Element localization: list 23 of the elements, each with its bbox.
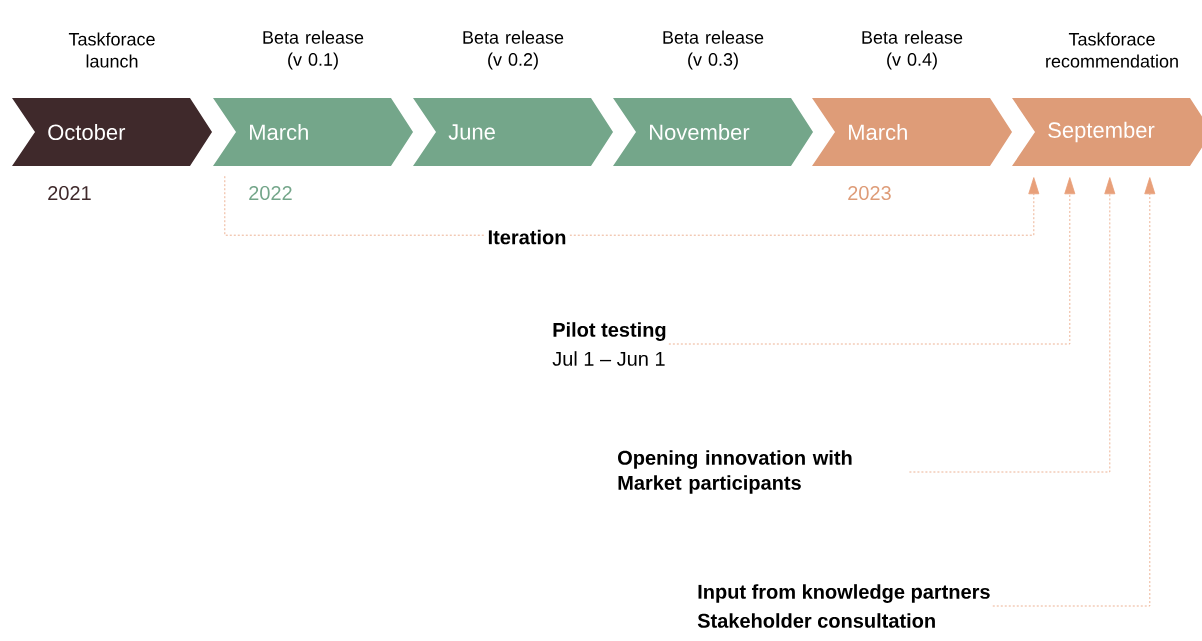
arrow [992,177,1156,607]
edge-label: Iteration [484,226,570,248]
milestone-heading: Beta release (v 0.3) [663,30,764,70]
arrow [909,177,1116,473]
milestone-heading: Beta release (v 0.4) [862,30,963,70]
timeline-band: November [613,98,813,166]
milestone-heading: Beta release (v 0.1) [263,30,364,70]
timeline-band: October [12,98,212,166]
arrow [224,175,1040,236]
timeline-band: June [413,98,613,166]
milestone-heading: Beta release (v 0.2) [463,30,564,70]
timeline-band: March [213,98,413,166]
milestone-heading: Taskforace recommendation [1046,32,1178,68]
timeline-band: September [1012,98,1202,166]
timeline-band: March [812,98,1012,166]
year-label: 2022 [249,185,292,201]
milestone-heading: Taskforace launch [68,32,155,68]
note-text: Pilot testing Jul 1 – Jun 1 [552,322,666,366]
note-text: Opening innovation with Market participants [618,450,852,494]
year-label: 2021 [48,185,91,201]
note-text: Input from knowledge partners Stakeholder consultation [697,584,990,628]
arrow [668,177,1076,345]
year-label: 2023 [848,185,891,201]
